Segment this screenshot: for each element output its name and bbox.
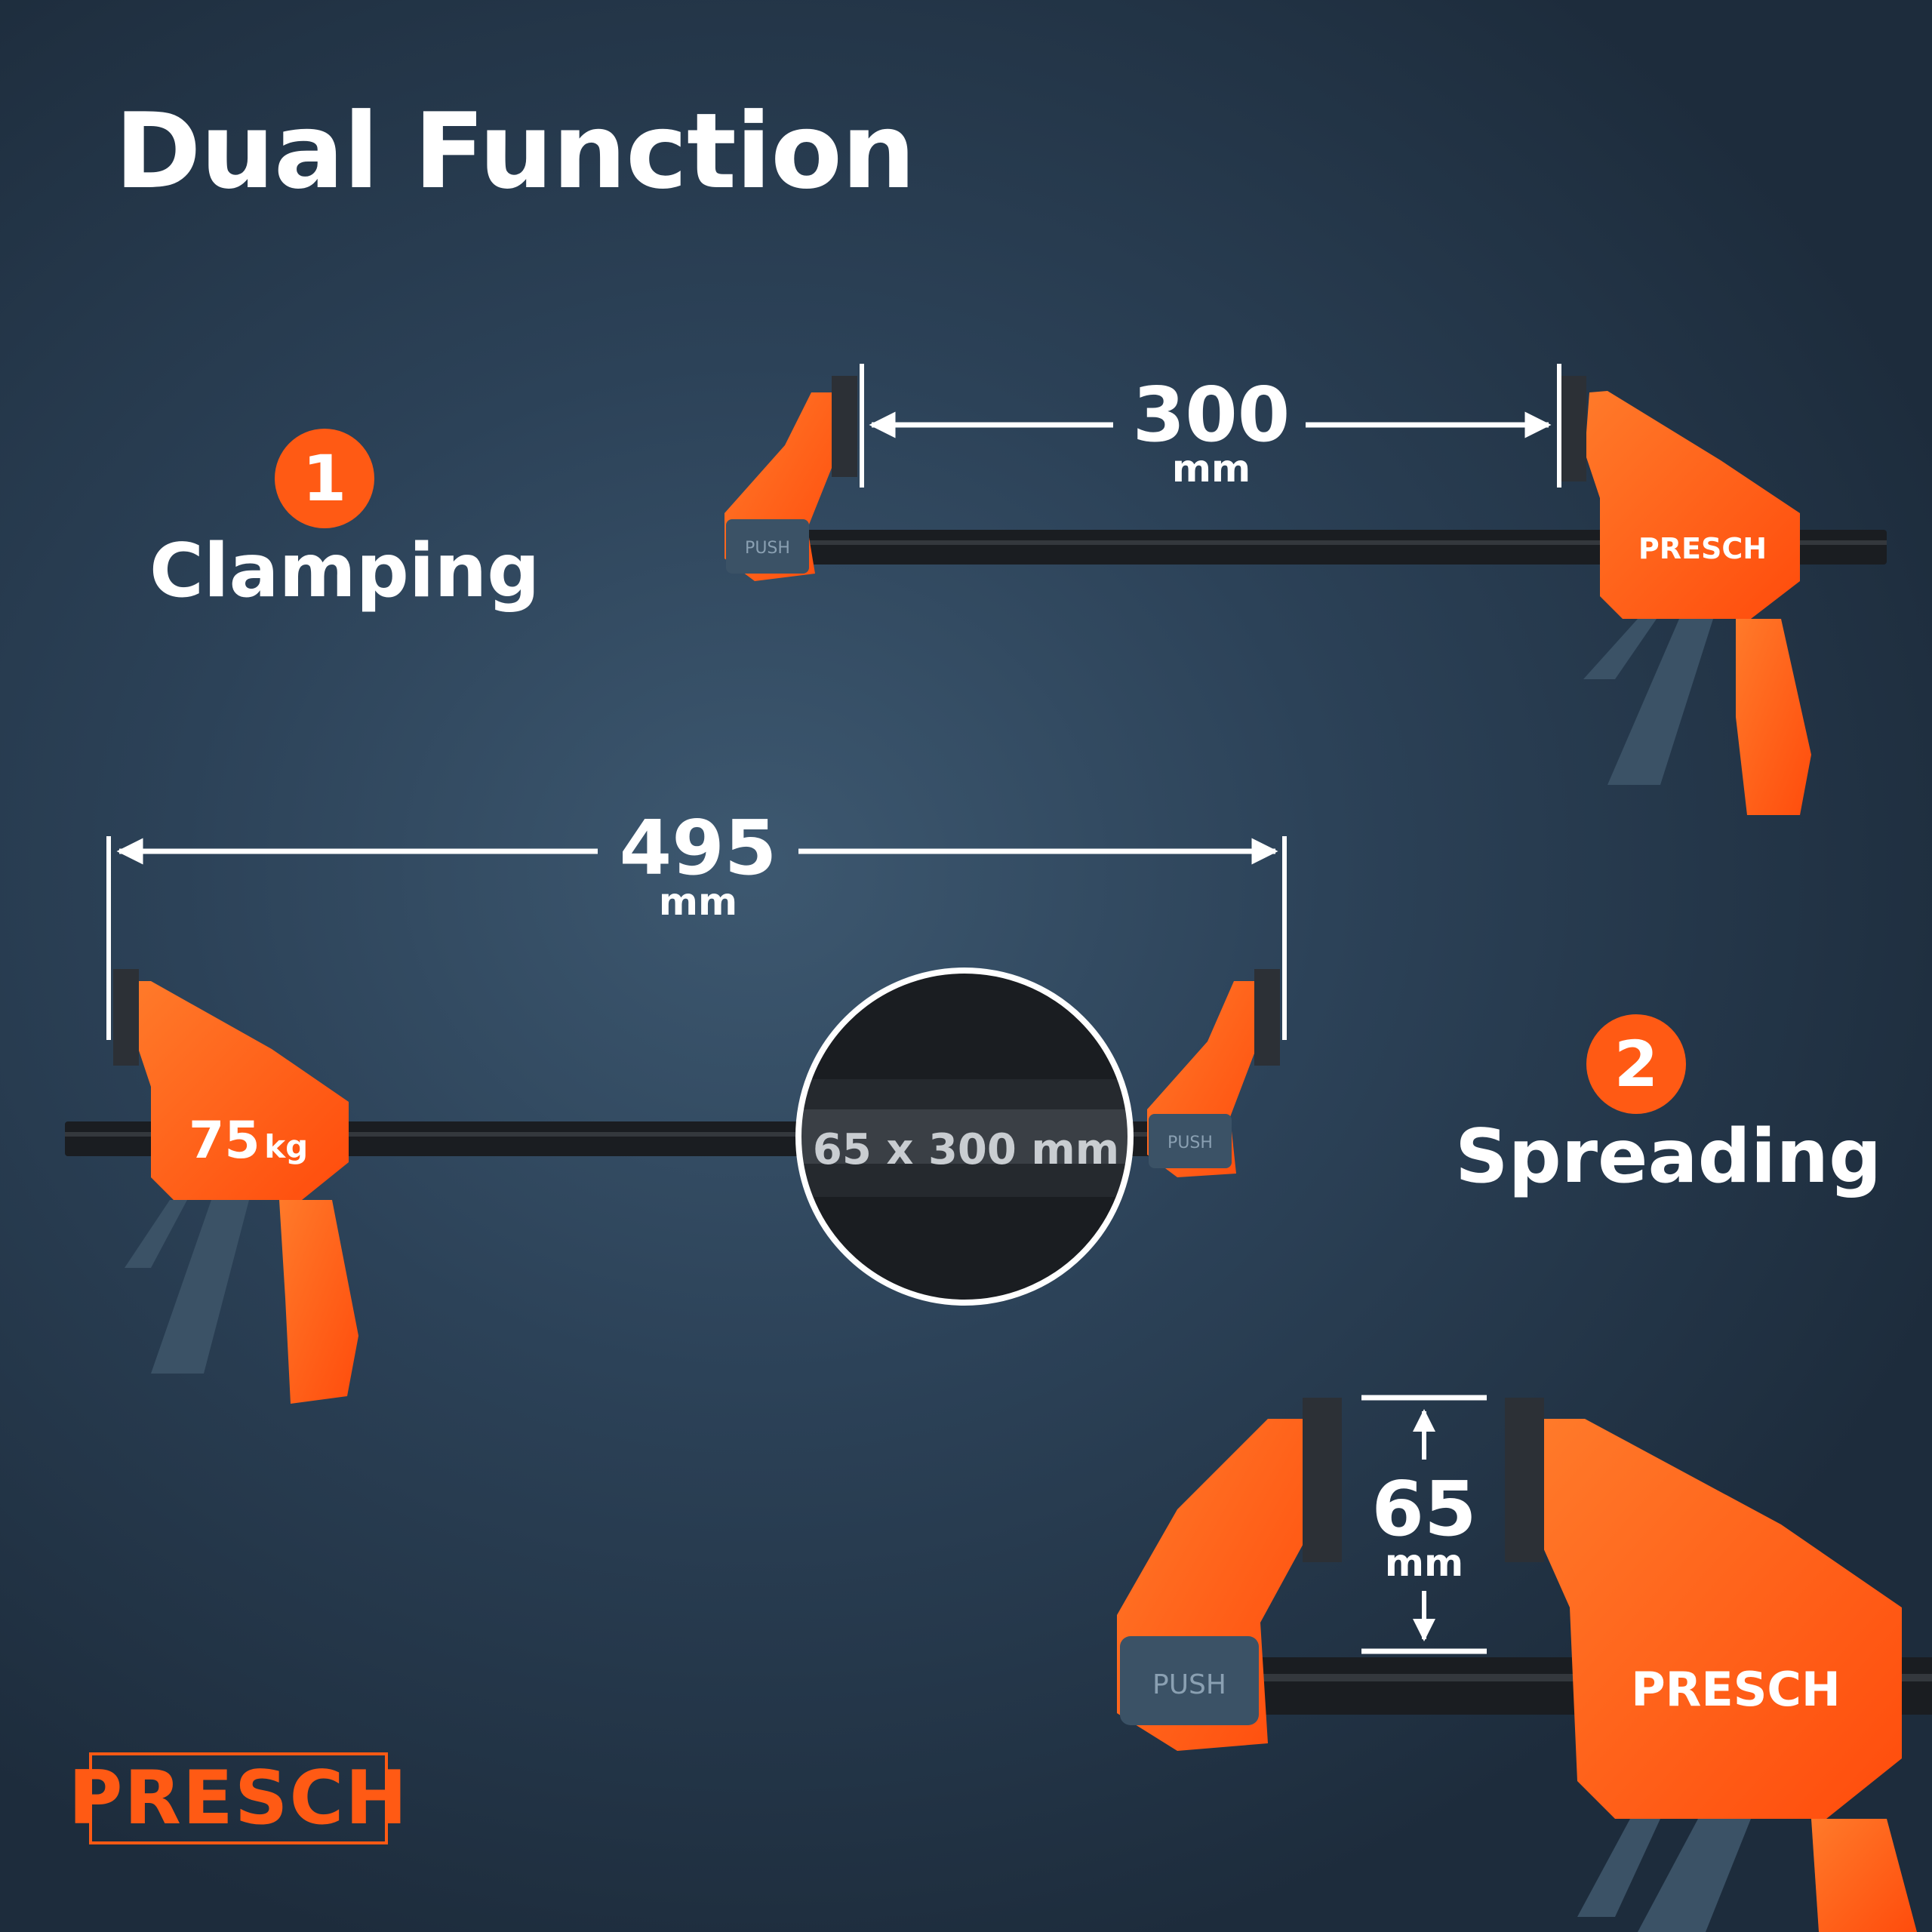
release-lever (1583, 619, 1657, 679)
clamp-body (1585, 391, 1800, 619)
jaw-pad-movable (1254, 969, 1280, 1066)
dimension-unit: mm (1171, 447, 1251, 491)
brand-mark-small: PRESCH (1638, 532, 1767, 565)
dimension-value: 65 (1371, 1465, 1477, 1553)
dimension-clamping-width (860, 364, 1561, 488)
handle-grip-2 (279, 1200, 358, 1404)
release-lever-2 (125, 1200, 187, 1268)
release-lever-3 (1577, 1819, 1660, 1917)
bar-profile-zoom: 65 x 300 mm (795, 968, 1134, 1306)
dimension-unit: mm (658, 880, 738, 924)
jaw-pad-left-3 (1303, 1398, 1342, 1562)
mode-label-spreading: Spreading (1455, 1114, 1882, 1200)
trigger (1607, 619, 1713, 785)
dimension-label-65: 65 mm (1349, 1465, 1500, 1585)
dimension-spreading-width (106, 836, 1287, 1040)
mode-label-clamping: Clamping (149, 528, 540, 614)
dimension-value: 495 (619, 804, 777, 892)
load-rating-unit: kg (264, 1128, 309, 1165)
jaw-pad-right (1561, 376, 1586, 481)
brand-mark-large: PRESCH (1631, 1662, 1841, 1717)
dimension-label-300: 300 mm (1117, 377, 1306, 488)
profile-size-label: 65 x 300 mm (813, 1125, 1119, 1174)
dimension-jaw-depth (1361, 1395, 1487, 1654)
dimension-label-495: 495 mm (604, 811, 792, 921)
push-label-2: PUSH (1168, 1134, 1213, 1152)
brand-logo: PRESCH (69, 1752, 407, 1844)
clamp-closeup: PUSH PRESCH (1117, 1398, 1932, 1932)
trigger-3 (1638, 1819, 1751, 1932)
push-button-2 (1149, 1114, 1232, 1168)
load-rating-value: 75 (189, 1111, 260, 1171)
push-label-3: PUSH (1152, 1669, 1226, 1700)
push-button (726, 519, 809, 574)
handle-grip-3 (1811, 1819, 1917, 1932)
clamp-clamping: PUSH PRESCH (724, 376, 1887, 815)
jaw-pad-right-3 (1505, 1398, 1544, 1562)
jaw-pad-left (832, 376, 857, 477)
dimension-unit: mm (1384, 1541, 1464, 1585)
load-rating: 75 kg (189, 1111, 308, 1171)
handle-grip (1736, 619, 1811, 815)
clamp-body-3 (1540, 1419, 1902, 1819)
jaw-pad-main (113, 969, 139, 1066)
dimension-value: 300 (1132, 371, 1291, 459)
mode-number-badge-2: 2 (1586, 1014, 1686, 1114)
mode-number-badge-1: 1 (275, 429, 374, 528)
clamp-body-2 (136, 981, 349, 1200)
trigger-2 (151, 1200, 249, 1374)
push-label: PUSH (745, 539, 790, 558)
page-title: Dual Function (115, 91, 915, 212)
push-button-3 (1120, 1636, 1259, 1725)
